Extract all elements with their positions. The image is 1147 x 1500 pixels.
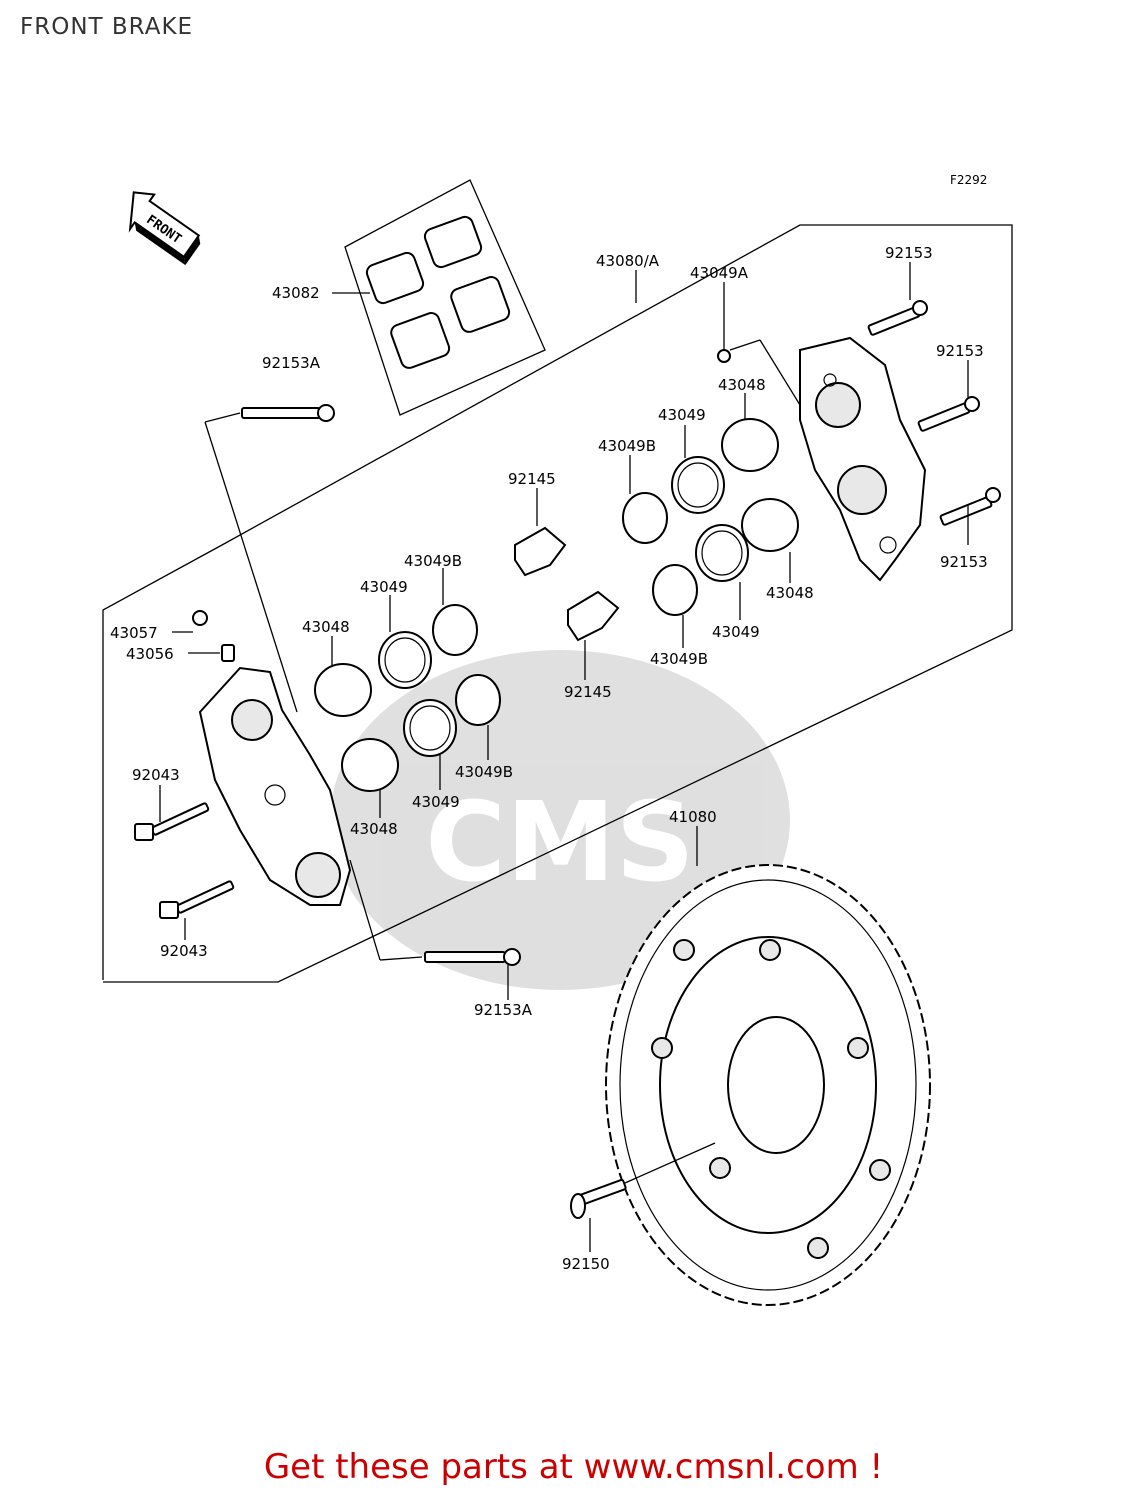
label-92153a-top: 92153A (262, 354, 321, 372)
label-43049a: 43049A (690, 264, 749, 282)
label-92153a-bottom: 92153A (474, 1001, 533, 1019)
label-43049b-l1: 43049B (404, 552, 462, 570)
label-43049-r2: 43049 (712, 623, 760, 641)
label-43049-r1: 43049 (658, 406, 706, 424)
right-pistons-seals (622, 418, 799, 616)
bolts-92043 (134, 802, 235, 919)
pad-springs-92145 (514, 526, 620, 642)
bleeder-cap-43057 (192, 610, 208, 626)
label-92145-2: 92145 (564, 683, 612, 701)
label-43049b-r1: 43049B (598, 437, 656, 455)
brake-disc-41080 (605, 864, 931, 1306)
assembly-outline (102, 224, 1013, 983)
label-92153-3: 92153 (940, 553, 988, 571)
bolt-92150 (570, 1178, 627, 1219)
label-43049-l1: 43049 (360, 578, 408, 596)
svg-text:CMS: CMS (425, 778, 694, 906)
label-43082: 43082 (272, 284, 320, 302)
label-43048-l1: 43048 (302, 618, 350, 636)
label-92043-1: 92043 (132, 766, 180, 784)
label-43057: 43057 (110, 624, 158, 642)
label-92150: 92150 (562, 1255, 610, 1273)
label-43080a: 43080/A (596, 252, 660, 270)
left-pistons-seals (314, 604, 501, 792)
page-title: FRONT BRAKE (20, 14, 194, 40)
bolt-92153a-top (241, 404, 335, 422)
bleeder-43049a (717, 349, 731, 363)
pad-set-outline (344, 179, 546, 416)
label-92043-2: 92043 (160, 942, 208, 960)
bleeder-43056 (221, 644, 235, 662)
label-43049-l2: 43049 (412, 793, 460, 811)
label-92153-2: 92153 (936, 342, 984, 360)
diagram-code: F2292 (950, 173, 987, 187)
label-43048-l2: 43048 (350, 820, 398, 838)
brake-pads (365, 215, 511, 369)
label-43048-r1: 43048 (718, 376, 766, 394)
label-43049b-r2: 43049B (650, 650, 708, 668)
caliper-right (799, 336, 927, 582)
caliper-left (198, 666, 352, 906)
footer-banner[interactable]: Get these parts at www.cmsnl.com ! (263, 1447, 884, 1487)
parts-diagram: CMS F2292 FRONT (102, 173, 1013, 1306)
front-arrow-icon: FRONT (128, 191, 201, 266)
label-92153-1: 92153 (885, 244, 933, 262)
label-92145-1: 92145 (508, 470, 556, 488)
label-43049b-l2: 43049B (455, 763, 513, 781)
label-43048-r2: 43048 (766, 584, 814, 602)
bolts-92153 (867, 300, 1001, 526)
label-43056: 43056 (126, 645, 174, 663)
label-41080: 41080 (669, 808, 717, 826)
bolt-92153a-bottom (424, 948, 521, 966)
